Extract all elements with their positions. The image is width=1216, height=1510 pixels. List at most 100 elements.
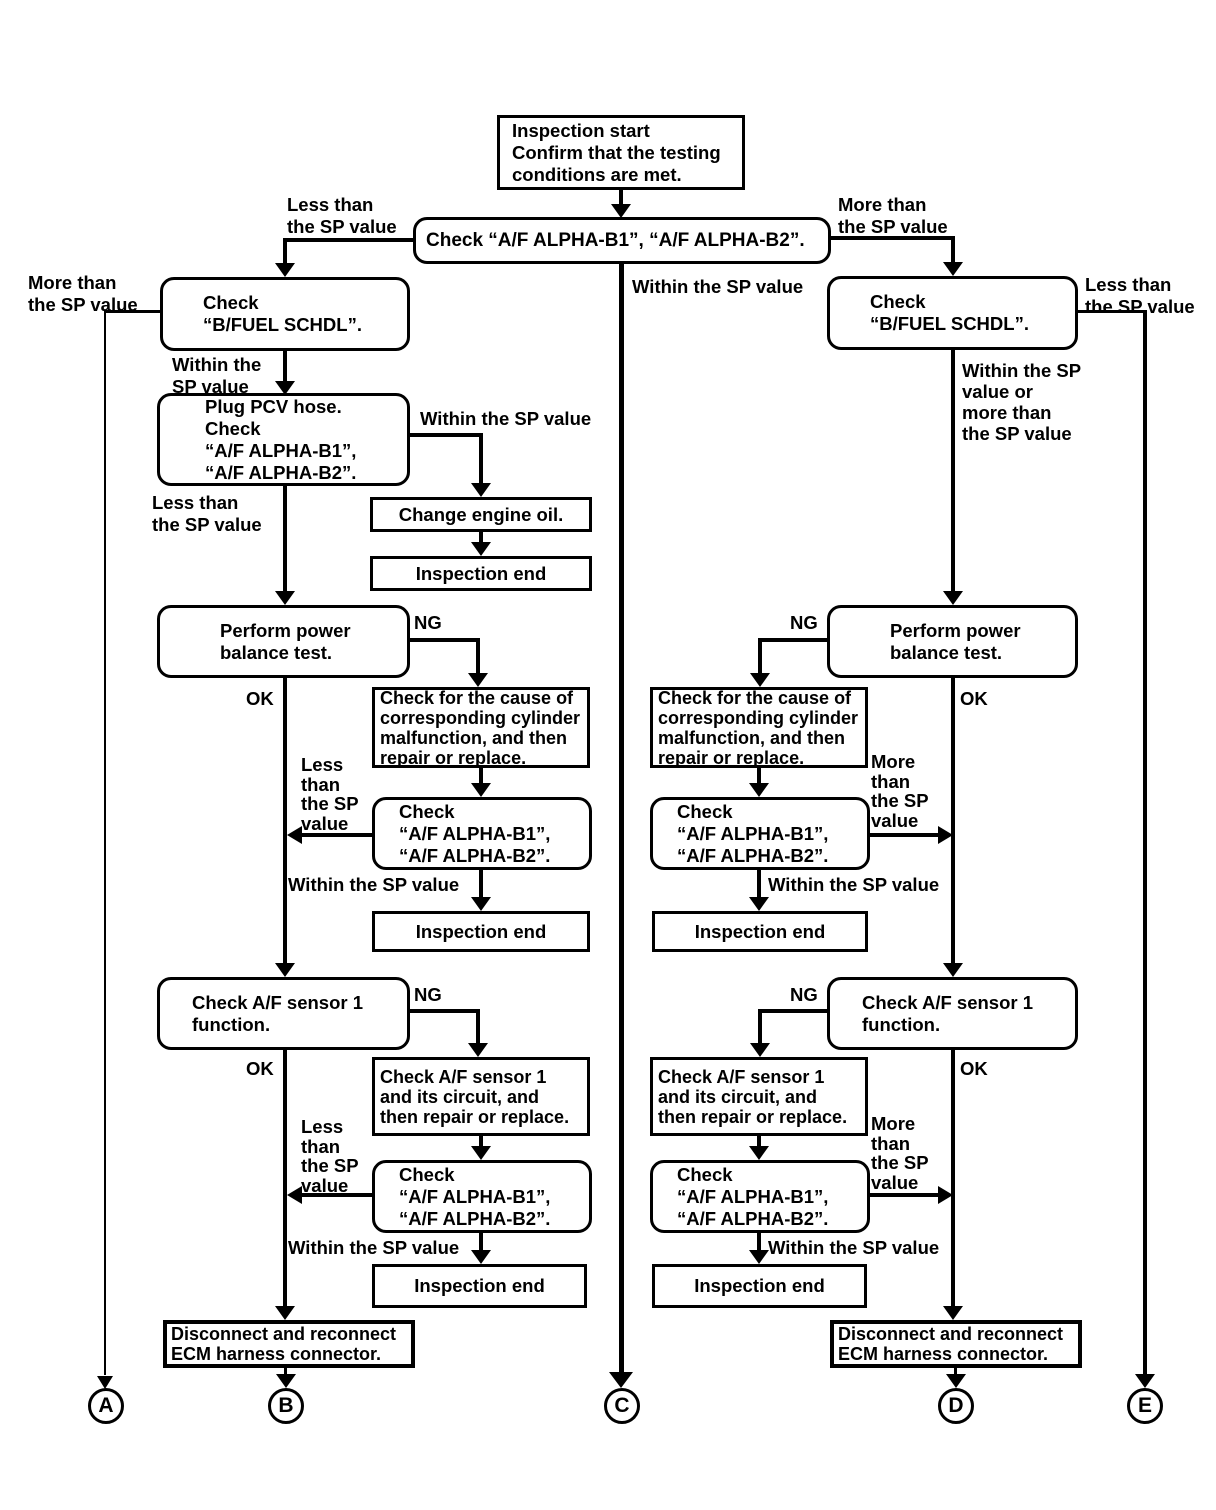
- node-inspection-start: Inspection start Confirm that the testin…: [497, 115, 745, 190]
- node-inspection-end-left-1: Inspection end: [372, 911, 590, 952]
- arrowhead-left: [287, 1186, 302, 1204]
- arrowhead-down: [946, 1374, 966, 1388]
- flow-line: [479, 1136, 483, 1146]
- flow-line: [283, 351, 287, 381]
- flow-line: [410, 433, 483, 437]
- label-ng-right-1: NG: [790, 612, 818, 633]
- flow-line: [757, 768, 761, 783]
- arrowhead-down: [943, 591, 963, 605]
- label-within-left-2: Within the SP value: [288, 1237, 460, 1258]
- flow-line: [479, 1233, 483, 1250]
- arrowhead-down: [749, 1250, 769, 1264]
- flow-line: [760, 1009, 828, 1013]
- node-check-alpha-left-2: Check “A/F ALPHA-B1”, “A/F ALPHA-B2”.: [372, 1160, 592, 1233]
- arrowhead-down: [611, 204, 631, 218]
- arrowhead-down: [276, 1374, 296, 1388]
- label-within-right-1: Within the SP value: [768, 874, 940, 895]
- flow-line: [951, 1050, 955, 1306]
- arrowhead-down: [468, 673, 488, 687]
- arrowhead-right: [938, 826, 953, 844]
- arrowhead-down: [275, 591, 295, 605]
- node-check-alpha-right-2: Check “A/F ALPHA-B1”, “A/F ALPHA-B2”.: [650, 1160, 870, 1233]
- node-ecm-right: Disconnect and reconnect ECM harness con…: [830, 1320, 1082, 1368]
- flow-line: [1143, 310, 1147, 1374]
- label-more-4line-right-1: More than the SP value: [871, 751, 929, 831]
- node-sensor-function-right: Check A/F sensor 1 function.: [827, 977, 1078, 1050]
- flow-line: [283, 1050, 287, 1306]
- flow-line: [757, 1233, 761, 1250]
- label-more-than-far-left: More than the SP value: [28, 272, 138, 315]
- flow-line: [476, 1009, 480, 1043]
- label-less-4line-left-2: Less than the SP value: [301, 1116, 359, 1196]
- flow-line: [760, 638, 828, 642]
- label-more-4line-right-2: More than the SP value: [871, 1113, 929, 1193]
- node-check-bfuel-left: Check “B/FUEL SCHDL”.: [160, 277, 410, 351]
- arrowhead-down: [275, 963, 295, 977]
- connector-a: A: [88, 1388, 124, 1424]
- node-inspection-end-right-1: Inspection end: [652, 911, 868, 952]
- label-within-right-2: Within the SP value: [768, 1237, 940, 1258]
- flow-line: [410, 638, 480, 642]
- node-sensor-circuit-left: Check A/F sensor 1 and its circuit, and …: [372, 1057, 590, 1136]
- flow-line: [479, 870, 483, 897]
- flow-line: [831, 236, 955, 240]
- arrowhead-down: [943, 963, 963, 977]
- flow-line: [302, 1193, 374, 1197]
- arrowhead-down: [471, 1250, 491, 1264]
- flow-line: [285, 238, 415, 242]
- connector-e: E: [1127, 1388, 1163, 1424]
- label-within-oil: Within the SP value: [420, 408, 592, 429]
- flow-line: [283, 486, 287, 591]
- flow-line: [283, 238, 287, 264]
- flow-line: [868, 833, 940, 837]
- flow-line: [479, 532, 483, 542]
- label-ok-left-2: OK: [246, 1058, 274, 1079]
- arrowhead-down: [471, 783, 491, 797]
- flow-line: [757, 870, 761, 897]
- flow-line: [105, 310, 162, 313]
- node-power-balance-left: Perform power balance test.: [157, 605, 410, 678]
- node-ecm-left: Disconnect and reconnect ECM harness con…: [163, 1320, 415, 1368]
- flow-line: [476, 638, 480, 673]
- flow-line: [479, 433, 483, 483]
- arrowhead-down: [943, 1306, 963, 1320]
- arrowhead-down: [471, 897, 491, 911]
- flow-line: [104, 310, 106, 1375]
- arrowhead-left: [287, 826, 302, 844]
- arrowhead-down: [97, 1376, 113, 1389]
- label-within-center: Within the SP value: [632, 276, 804, 297]
- arrowhead-down: [750, 1043, 770, 1057]
- flow-line: [283, 678, 287, 963]
- label-ok-right-2: OK: [960, 1058, 988, 1079]
- flow-line: [619, 263, 624, 1373]
- node-change-oil: Change engine oil.: [370, 497, 592, 532]
- arrowhead-down: [468, 1043, 488, 1057]
- label-ok-left-1: OK: [246, 688, 274, 709]
- arrowhead-down: [275, 1306, 295, 1320]
- connector-d: D: [938, 1388, 974, 1424]
- flow-line: [757, 1136, 761, 1146]
- label-less-4line-left-1: Less than the SP value: [301, 754, 359, 834]
- flow-line: [1078, 310, 1147, 313]
- label-within-left-1: Within the SP value: [288, 874, 460, 895]
- flow-line: [758, 1009, 762, 1043]
- label-ng-left-2: NG: [414, 984, 442, 1005]
- connector-b: B: [268, 1388, 304, 1424]
- flow-line: [619, 190, 623, 205]
- label-more-than-top-right: More than the SP value: [838, 194, 948, 237]
- arrowhead-down: [275, 263, 295, 277]
- node-inspection-end-oil: Inspection end: [370, 556, 592, 591]
- node-sensor-function-left: Check A/F sensor 1 function.: [157, 977, 410, 1050]
- arrowhead-down: [1135, 1374, 1155, 1388]
- node-inspection-end-right-2: Inspection end: [652, 1264, 867, 1308]
- flow-line: [479, 768, 483, 783]
- node-plug-pcv: Plug PCV hose. Check “A/F ALPHA-B1”, “A/…: [157, 393, 410, 486]
- connector-c: C: [604, 1388, 640, 1424]
- flow-line: [302, 833, 374, 837]
- arrowhead-right: [938, 1186, 953, 1204]
- arrowhead-down: [471, 1146, 491, 1160]
- node-power-balance-right: Perform power balance test.: [827, 605, 1078, 678]
- label-within-left: Within the SP value: [172, 354, 262, 397]
- node-check-bfuel-right: Check “B/FUEL SCHDL”.: [827, 276, 1078, 350]
